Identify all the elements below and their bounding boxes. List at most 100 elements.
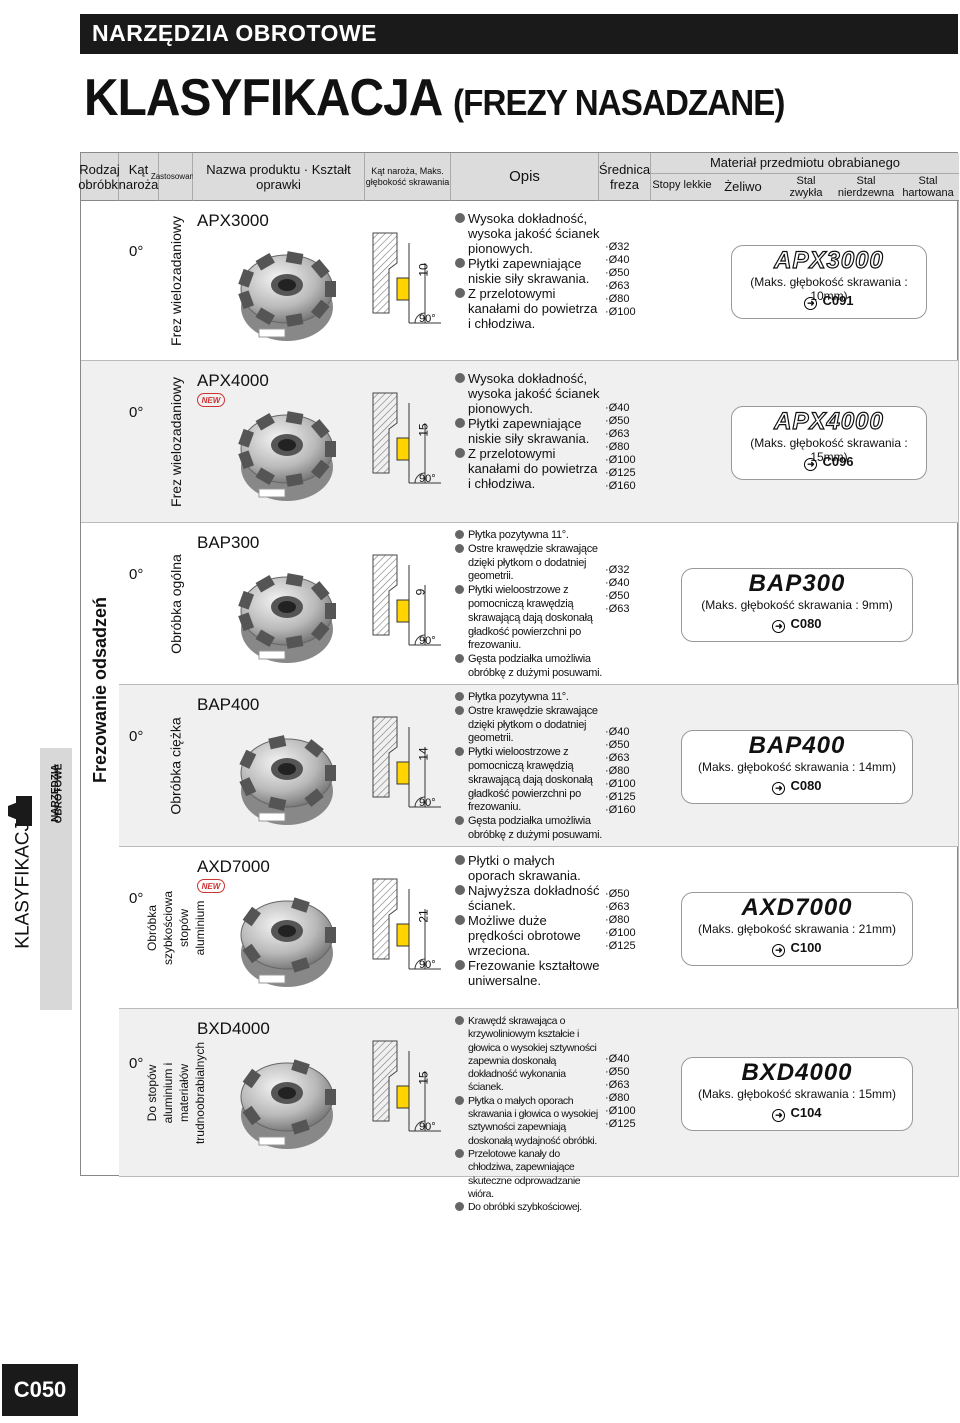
product-name: BAP300	[197, 533, 260, 552]
corner-label: 90°	[419, 635, 436, 647]
max-depth: (Maks. głębokość skrawania : 14mm)	[697, 760, 897, 774]
diameter: ·Ø50	[605, 590, 630, 602]
description-bullet: Przelotowe kanały do chłodziwa, zapewnia…	[455, 1148, 603, 1201]
diameter: ·Ø32	[605, 241, 630, 253]
section-header: NARZĘDZIA OBROTOWE	[80, 14, 958, 54]
diameter: ·Ø63	[605, 901, 630, 913]
page-ref-link[interactable]: ➜C080	[681, 778, 913, 795]
side-tab: KLASYFIKACJA NARZĘDZIA	[8, 748, 74, 1010]
page-ref-link[interactable]: ➜C096	[731, 454, 927, 471]
cutting-diagram	[367, 707, 447, 822]
diameter: ·Ø125	[605, 940, 636, 952]
diameter-list: ·Ø32·Ø40·Ø50·Ø63·Ø80·Ø100	[605, 241, 636, 319]
application-label: Obróbka ogólna	[168, 554, 185, 654]
application-label: Obróbka szybkościowa stopów aluminium	[145, 890, 207, 966]
cutter-photo	[231, 559, 343, 682]
description-bullet: Z przelotowymi kanałami do powietrza i c…	[455, 286, 603, 331]
diameter: ·Ø40	[605, 402, 630, 414]
diameter: ·Ø80	[605, 765, 630, 777]
product-name: APX4000	[197, 371, 269, 390]
page-ref-link[interactable]: ➜C080	[681, 616, 913, 633]
description-bullet: Do obróbki szybkościowej.	[455, 1201, 603, 1214]
cutter-photo	[231, 397, 343, 520]
corner-angle: 0°	[129, 890, 144, 907]
diameter: ·Ø40	[605, 254, 630, 266]
series-name: BAP300	[748, 570, 846, 597]
diameter: ·Ø50	[605, 739, 630, 751]
diameter: ·Ø63	[605, 603, 630, 615]
description: Krawędź skrawająca o krzywoliniowym kszt…	[455, 1015, 603, 1214]
depth-label: 9	[413, 588, 428, 596]
diameter: ·Ø32	[605, 564, 630, 576]
group-label: Frezowanie odsadzeń	[90, 596, 111, 784]
depth-label: 15	[416, 1071, 431, 1085]
description-bullet: Płytka o małych oporach skrawania i głow…	[455, 1095, 603, 1148]
diameter-list: ·Ø40·Ø50·Ø63·Ø80·Ø100·Ø125·Ø160	[605, 402, 636, 493]
description: Wysoka dokładność, wysoka jakość ścianek…	[455, 211, 603, 331]
series-name: AXD7000	[741, 894, 853, 921]
side-label: KLASYFIKACJA	[13, 809, 35, 949]
description-bullet: Płytki zapewniające niskie siły skrawani…	[455, 256, 603, 286]
description-bullet: Ostre krawędzie skrawające dzięki płytko…	[455, 543, 603, 584]
diameter-list: ·Ø40·Ø50·Ø63·Ø80·Ø100·Ø125	[605, 1053, 636, 1131]
cutter-photo	[231, 721, 343, 844]
description-bullet: Krawędź skrawająca o krzywoliniowym kszt…	[455, 1015, 603, 1095]
diameter: ·Ø160	[605, 480, 636, 492]
diameter: ·Ø80	[605, 914, 630, 926]
cutter-photo	[231, 237, 343, 360]
diameter: ·Ø125	[605, 791, 636, 803]
corner-label: 90°	[419, 473, 436, 485]
cutting-diagram	[367, 223, 447, 338]
material-range	[681, 892, 913, 966]
section-title: NARZĘDZIA OBROTOWE	[92, 20, 377, 46]
material-range	[681, 568, 913, 642]
description-bullet: Ostre krawędzie skrawające dzięki płytko…	[455, 705, 603, 746]
diameter: ·Ø63	[605, 1079, 630, 1091]
classification-table: Rodzaj obróbki Kąt naroża Zastosowanie N…	[78, 152, 959, 1213]
page-ref-link[interactable]: ➜C091	[731, 293, 927, 310]
diameter: ·Ø100	[605, 778, 636, 790]
col-material	[651, 153, 959, 201]
diameter-list: ·Ø32·Ø40·Ø50·Ø63	[605, 564, 629, 616]
col-zastosowanie: Zastosowanie	[151, 153, 200, 201]
diameter: ·Ø63	[605, 752, 630, 764]
diameter: ·Ø160	[605, 804, 636, 816]
cutter-photo	[231, 1045, 343, 1168]
corner-label: 90°	[419, 959, 436, 971]
diameter: ·Ø40	[605, 726, 630, 738]
description-bullet: Płytki wieloostrzowe z pomocniczą krawęd…	[455, 584, 603, 653]
table-row	[119, 847, 959, 1009]
depth-label: 15	[416, 423, 431, 437]
cutting-diagram	[367, 869, 447, 984]
cutting-diagram	[367, 545, 447, 660]
depth-label: 10	[416, 263, 431, 277]
arrow-right-icon: ➜	[772, 944, 786, 957]
col-opis: Opis	[451, 153, 599, 201]
diameter: ·Ø100	[605, 306, 636, 318]
max-depth: (Maks. głębokość skrawania : 10mm)	[750, 275, 908, 303]
page-title: KLASYFIKACJA (FREZY NASADZANE)	[84, 69, 785, 127]
diameter-list: ·Ø50·Ø63·Ø80·Ø100·Ø125	[605, 888, 636, 953]
description-bullet: Frezowanie kształtowe uniwersalne.	[455, 958, 603, 988]
cutting-diagram	[367, 1031, 447, 1146]
page-ref-link[interactable]: ➜C104	[681, 1105, 913, 1122]
page-ref-link[interactable]: ➜C100	[681, 940, 913, 957]
series-name: BAP400	[748, 732, 846, 759]
cutter-photo	[231, 883, 343, 1006]
application-label: Frez wielozadaniowy	[168, 216, 185, 346]
diameter: ·Ø80	[605, 441, 630, 453]
diameter-list: ·Ø40·Ø50·Ø63·Ø80·Ø100·Ø125·Ø160	[605, 726, 636, 817]
diameter: ·Ø50	[605, 888, 630, 900]
diameter: ·Ø40	[605, 1053, 630, 1065]
description-bullet: Płytki wieloostrzowe z pomocniczą krawęd…	[455, 746, 603, 815]
max-depth: (Maks. głębokość skrawania : 21mm)	[697, 922, 897, 936]
new-badge: NEW	[197, 393, 225, 407]
diameter: ·Ø50	[605, 267, 630, 279]
arrow-right-icon: ➜	[772, 782, 786, 795]
max-depth: (Maks. głębokość skrawania : 15mm)	[750, 436, 908, 464]
tool-icon	[8, 796, 32, 826]
diameter: ·Ø80	[605, 293, 630, 305]
corner-angle: 0°	[129, 728, 144, 745]
application-label: Obróbka ciężka	[168, 717, 184, 815]
description-bullet: Z przelotowymi kanałami do powietrza i c…	[455, 446, 603, 491]
